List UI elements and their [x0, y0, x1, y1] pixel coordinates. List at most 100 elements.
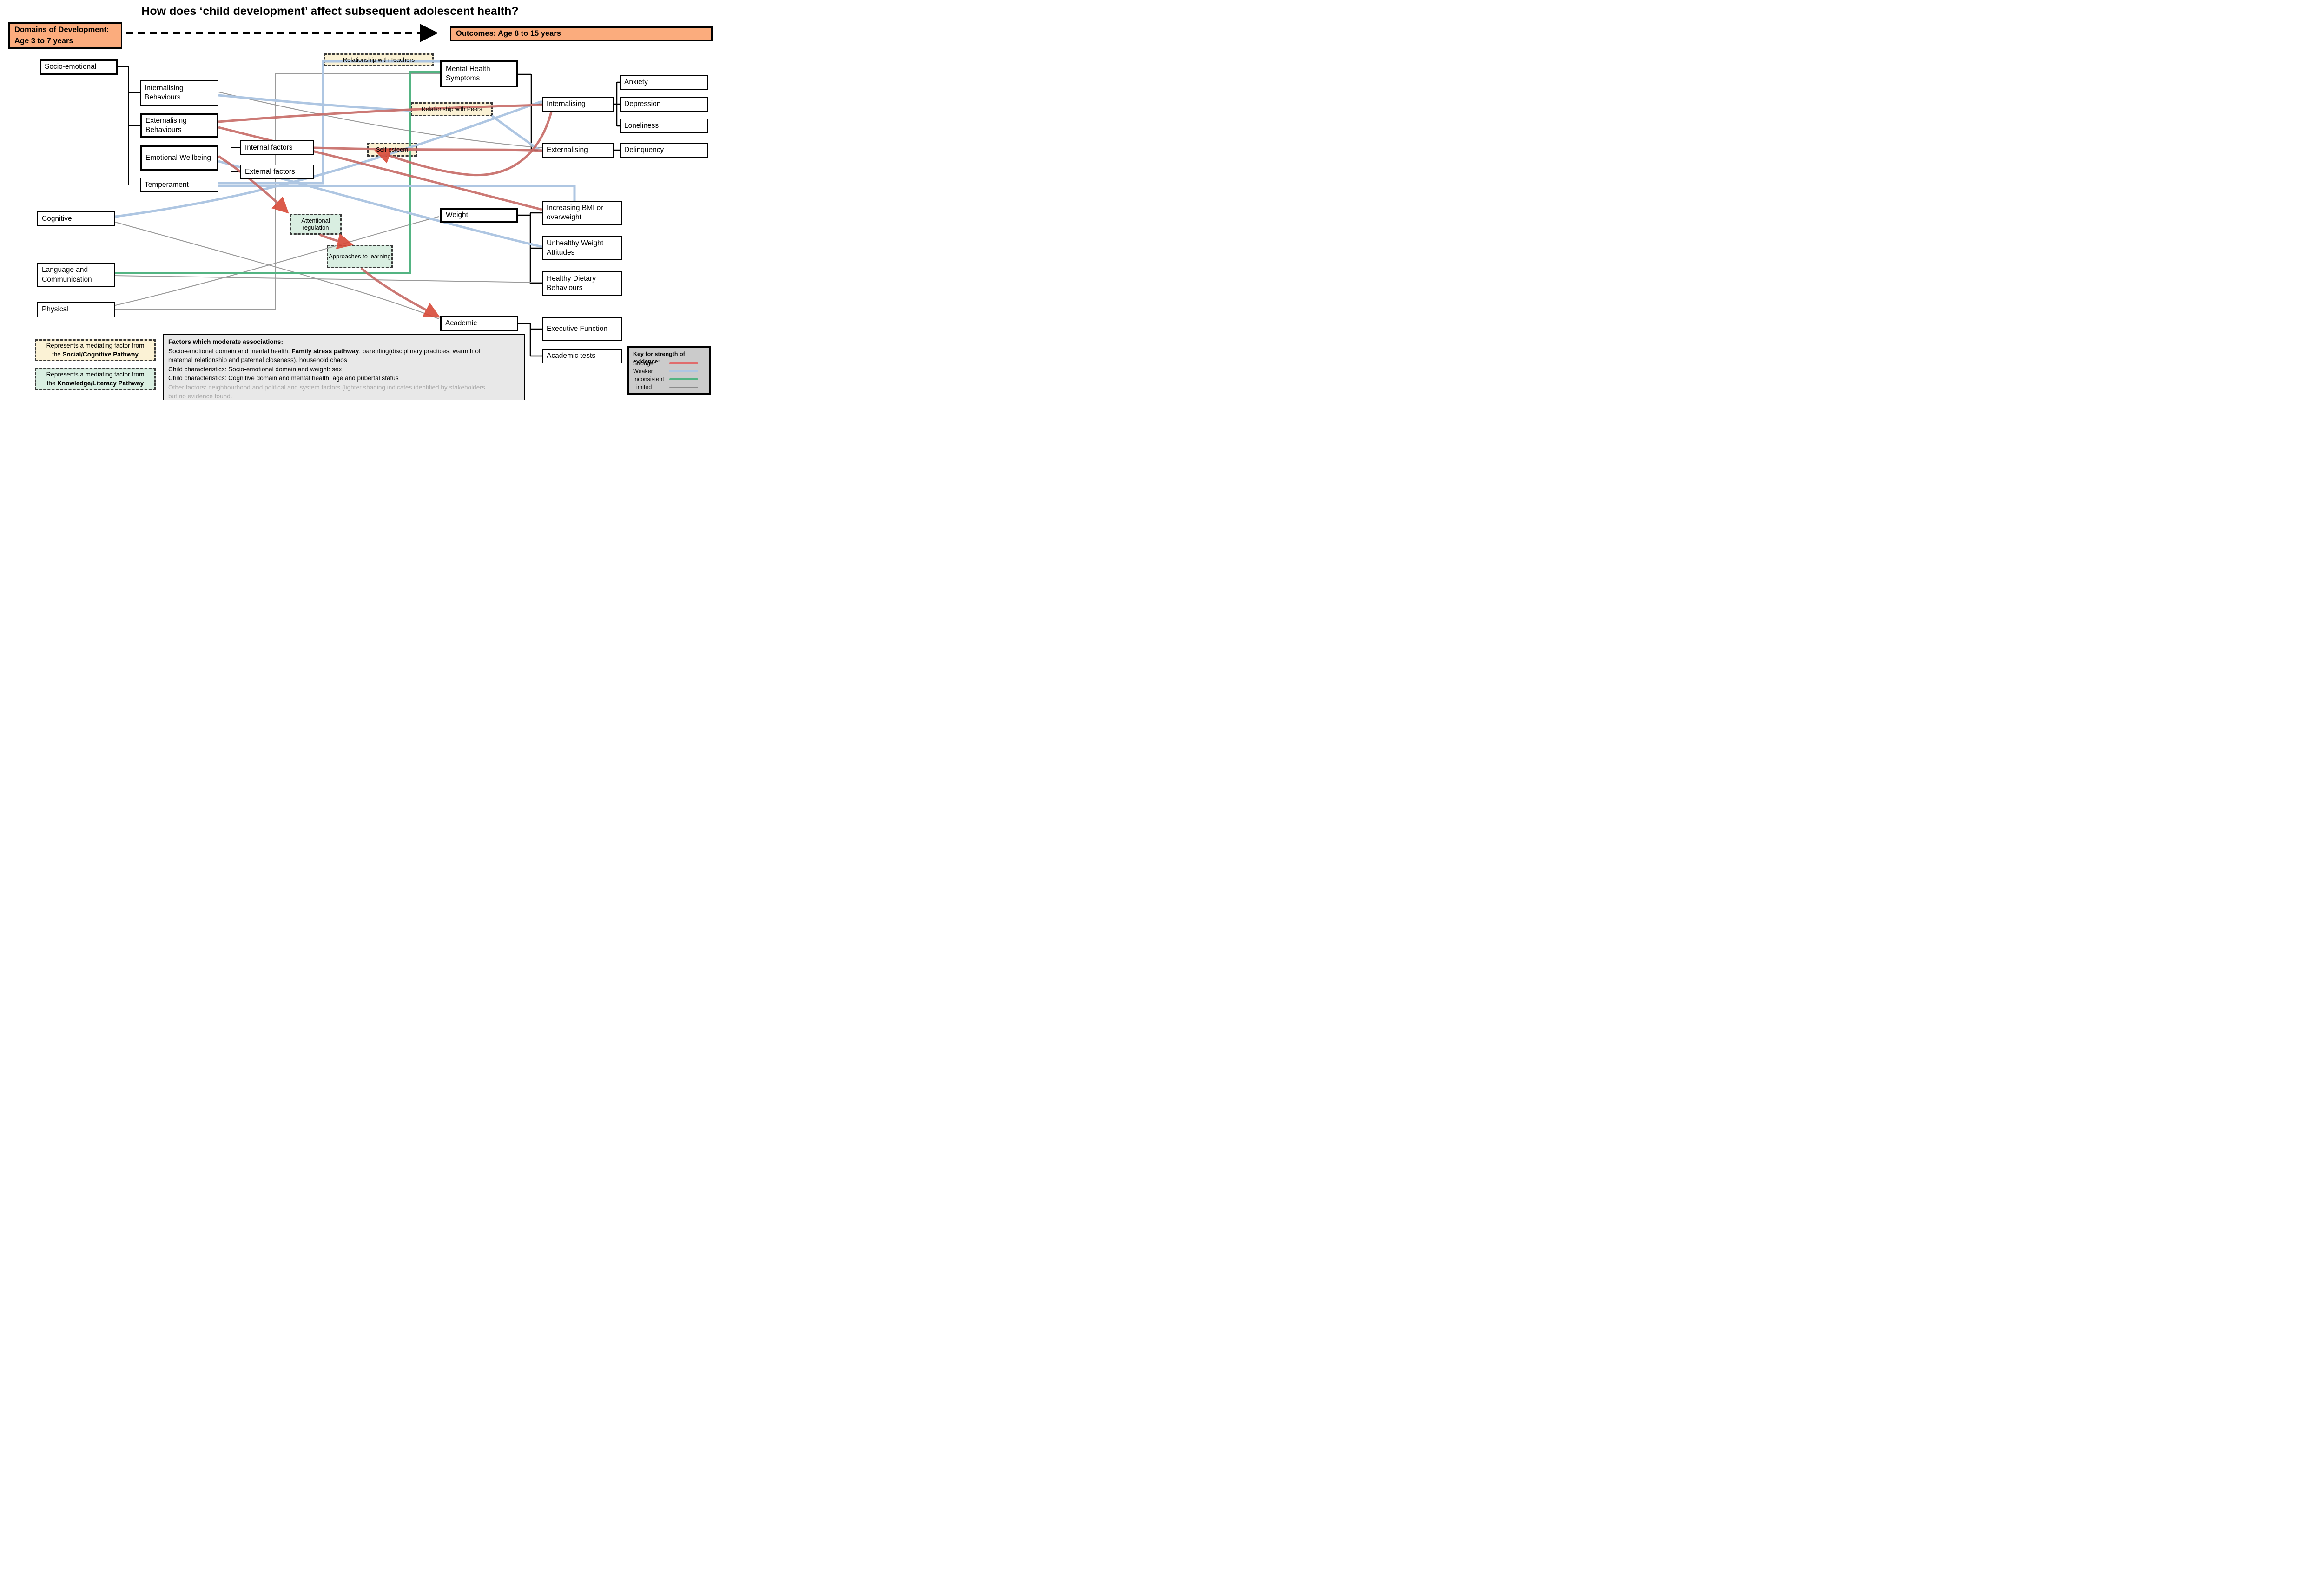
line-temperament-bmi-weaker — [218, 185, 576, 203]
line-emotional-attentional-stronger — [218, 155, 289, 214]
node-emotional-wellbeing-label: Emotional Wellbeing — [145, 153, 211, 162]
node-emotional-wellbeing: Emotional Wellbeing — [140, 145, 218, 171]
legend-knowledge-line2: the Knowledge/Literacy Pathway — [36, 379, 154, 388]
mediator-attentional-regulation-box — [290, 214, 342, 235]
key-row-inconsistent: Inconsistent — [633, 375, 706, 383]
node-mental-health-symptoms: Mental Health Symptoms — [440, 60, 518, 87]
line-cognitive-internalising-weaker — [115, 100, 542, 218]
mediator-relationship-peers-label: Relationship with Peers — [421, 106, 482, 112]
legend-social-line2: the Social/Cognitive Pathway — [36, 350, 154, 359]
node-external-factors: External factors — [240, 165, 314, 179]
inconsistent-line-swatch — [669, 378, 698, 380]
connections-layer — [115, 24, 620, 357]
node-internalising: Internalising — [542, 97, 614, 112]
node-academic: Academic — [440, 316, 518, 331]
moderating-factors-panel: Factors which moderate associations: Soc… — [163, 334, 525, 400]
node-cognitive-label: Cognitive — [42, 214, 72, 223]
node-weight-label: Weight — [446, 211, 468, 219]
node-healthy-dietary-label: Healthy Dietary Behaviours — [547, 274, 596, 292]
legend-knowledge-line2-pre: the — [46, 379, 58, 387]
moderators-line1-bold: Family stress pathway — [291, 347, 359, 355]
page-title: How does ‘child development’ affect subs… — [141, 5, 519, 18]
moderators-line1-post: : parenting(disciplinary practices, warm… — [359, 347, 481, 355]
mediator-self-esteem-label: Self-esteem — [376, 145, 409, 153]
key-row-stronger: Stronger — [633, 359, 706, 367]
moderators-line1-pre: Socio-emotional domain and mental health… — [168, 347, 292, 355]
key-row-limited: Limited — [633, 383, 706, 391]
outcomes-box: Outcomes: Age 8 to 15 years — [450, 26, 713, 41]
emotional-wellbeing-bracket — [218, 147, 240, 172]
node-language-communication-label: Language and Communication — [42, 266, 92, 284]
line-intbeh-peers-weaker — [218, 94, 411, 112]
line-language-mhs-inconsistent — [115, 71, 440, 274]
node-academic-tests-label: Academic tests — [547, 351, 596, 360]
legend-social-line2-pre: the — [52, 350, 63, 358]
node-academic-tests: Academic tests — [542, 349, 622, 363]
node-healthy-dietary: Healthy Dietary Behaviours — [542, 271, 622, 296]
node-depression-label: Depression — [624, 99, 661, 108]
node-depression: Depression — [620, 97, 708, 112]
key-limited-label: Limited — [633, 383, 652, 390]
node-physical: Physical — [37, 302, 115, 317]
node-weight: Weight — [440, 208, 518, 223]
line-language-dietary-limited — [115, 275, 542, 283]
node-academic-label: Academic — [445, 319, 477, 327]
diagram-canvas: How does ‘child development’ affect subs… — [0, 0, 716, 400]
node-loneliness: Loneliness — [620, 119, 708, 133]
line-cognitive-academic-limited — [115, 222, 439, 319]
node-anxiety: Anxiety — [620, 75, 708, 90]
moderators-heading: Factors which moderate associations: — [168, 338, 284, 345]
line-intbeh-externalising-limited — [218, 92, 542, 148]
key-inconsistent-label: Inconsistent — [633, 376, 664, 383]
moderators-line4: Child characteristics: Cognitive domain … — [168, 375, 399, 382]
mediator-attentional-regulation-label: Attentional regulation — [301, 217, 330, 231]
node-internalising-label: Internalising — [547, 99, 586, 108]
mental-health-bracket — [518, 73, 542, 151]
node-increasing-bmi-label: Increasing BMI or overweight — [547, 204, 603, 221]
legend-social-line2-bold: Social/Cognitive Pathway — [62, 350, 139, 358]
node-internalising-behaviours-label: Internalising Behaviours — [145, 84, 184, 101]
internalising-bracket — [614, 81, 620, 127]
node-mental-health-symptoms-label: Mental Health Symptoms — [446, 65, 490, 82]
moderators-line6: but no evidence found. — [168, 393, 232, 400]
line-extbeh-internalising-stronger — [218, 104, 542, 123]
node-externalising: Externalising — [542, 143, 614, 158]
line-internalising-selfesteem-stronger — [374, 112, 553, 177]
legend-knowledge-line1: Represents a mediating factor from — [46, 371, 145, 378]
node-externalising-behaviours-label: Externalising Behaviours — [145, 116, 187, 134]
node-internal-factors: Internal factors — [240, 140, 314, 155]
domains-line2: Age 3 to 7 years — [14, 36, 73, 45]
line-peers-externalising-weaker — [491, 114, 543, 153]
node-anxiety-label: Anxiety — [624, 78, 648, 86]
node-increasing-bmi: Increasing BMI or overweight — [542, 201, 622, 225]
socio-emotional-bracket — [118, 66, 140, 185]
moderators-line1: Socio-emotional domain and mental health… — [168, 347, 520, 356]
domains-of-development-box: Domains of Development: Age 3 to 7 years — [8, 22, 122, 49]
academic-bracket — [518, 323, 542, 357]
legend-knowledge-literacy-pathway: Represents a mediating factor from the K… — [35, 368, 156, 390]
weight-bracket — [518, 212, 542, 284]
node-unhealthy-weight: Unhealthy Weight Attitudes — [542, 236, 622, 260]
node-executive-function: Executive Function — [542, 317, 622, 341]
limited-line-swatch — [669, 386, 698, 388]
evidence-key-title: Key for strength of evidence: — [633, 351, 685, 365]
moderators-line5: Other factors: neighbourhood and politic… — [168, 383, 485, 391]
node-temperament-label: Temperament — [145, 180, 189, 189]
mediator-approaches-learning-label: Approaches to learning — [329, 252, 391, 260]
node-delinquency-label: Delinquency — [624, 145, 664, 154]
stronger-line-swatch — [669, 362, 698, 364]
line-approaches-academic-stronger — [360, 267, 441, 318]
key-row-weaker: Weaker — [633, 367, 706, 375]
node-socio-emotional: Socio-emotional — [40, 59, 118, 75]
line-physical-mhs-limited — [115, 73, 440, 310]
evidence-key: Key for strength of evidence: Stronger W… — [627, 346, 711, 395]
legend-social-cognitive-pathway: Represents a mediating factor from the S… — [35, 339, 156, 361]
node-cognitive: Cognitive — [37, 211, 115, 226]
key-stronger-label: Stronger — [633, 360, 655, 367]
node-executive-function-label: Executive Function — [547, 324, 607, 333]
moderators-line3: Child characteristics: Socio-emotional d… — [168, 365, 342, 373]
node-internalising-behaviours: Internalising Behaviours — [140, 80, 218, 106]
node-temperament: Temperament — [140, 178, 218, 192]
node-unhealthy-weight-label: Unhealthy Weight Attitudes — [547, 239, 604, 257]
node-socio-emotional-label: Socio-emotional — [45, 63, 97, 71]
